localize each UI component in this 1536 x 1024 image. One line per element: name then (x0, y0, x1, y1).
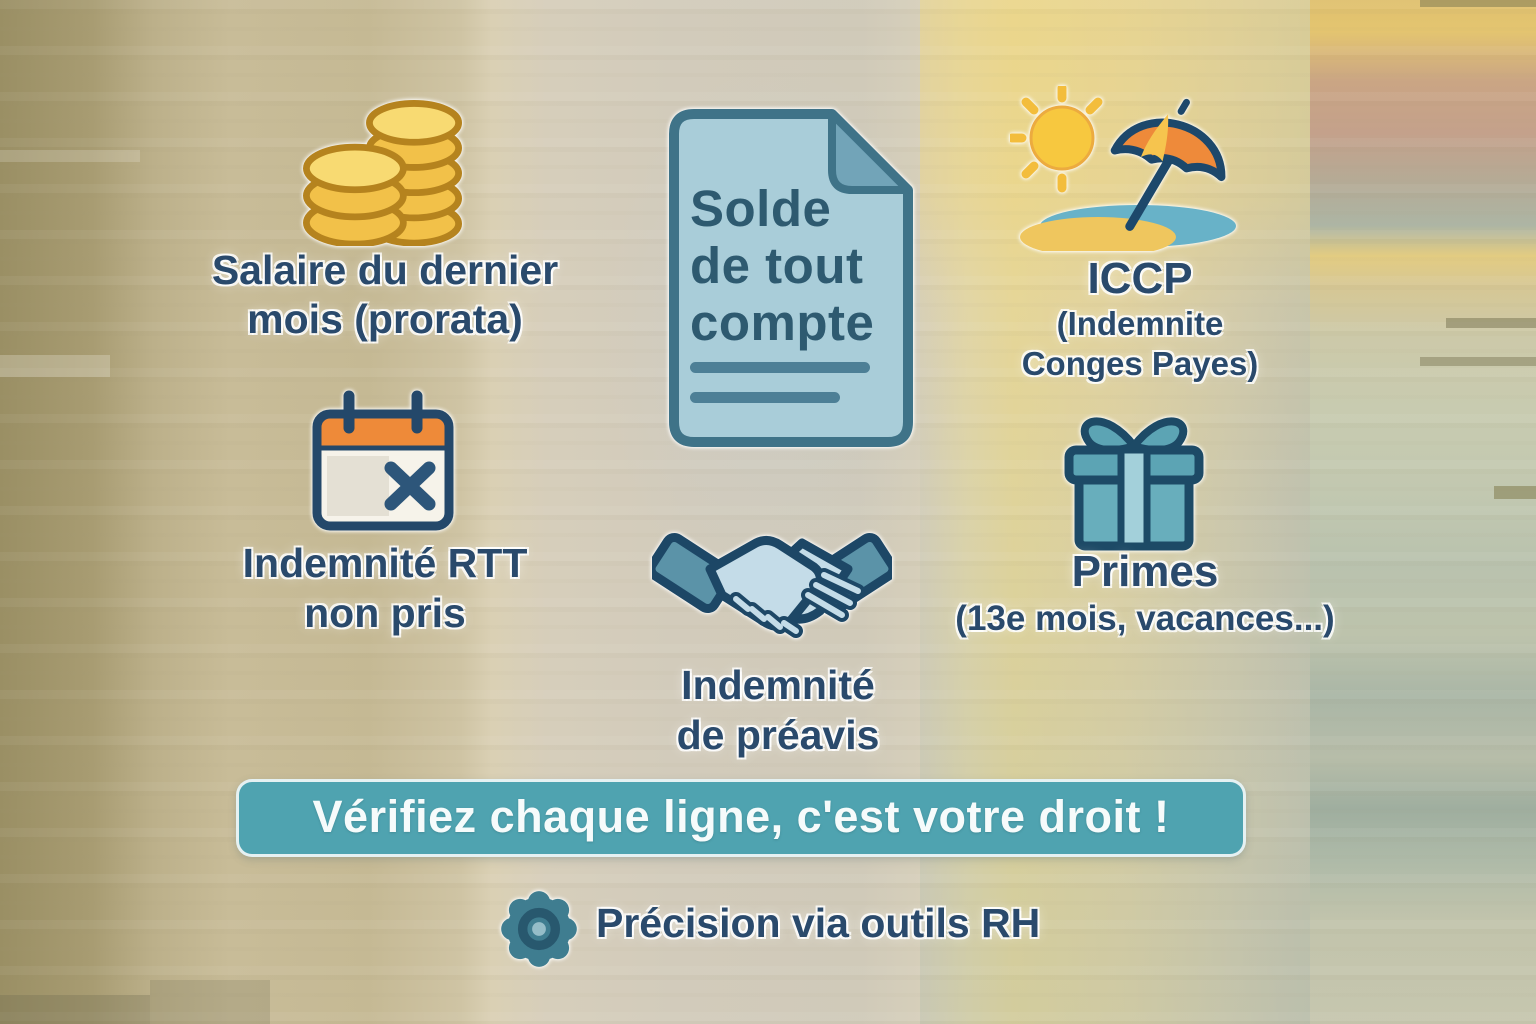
label-iccp-line2: (Indemnite (1056, 305, 1224, 342)
label-iccp-line1: ICCP (1087, 254, 1193, 303)
label-rtt-line1: Indemnité RTT (242, 540, 528, 586)
label-primes-line2: (13e mois, vacances...) (955, 599, 1335, 638)
label-iccp-line3: Conges Payes) (1021, 345, 1259, 382)
label-salaire: Salaire du dernier mois (prorata) (155, 246, 615, 344)
label-preavis-line1: Indemnité (681, 662, 875, 708)
glitch-streak (0, 995, 150, 1024)
glitch-streak (1420, 0, 1536, 7)
document-title-line2: de tout (690, 237, 864, 294)
label-iccp: ICCP (Indemnite Conges Payes) (995, 254, 1285, 384)
label-salaire-line1: Salaire du dernier (211, 247, 559, 293)
sun-beach-umbrella-icon (1010, 86, 1236, 251)
coins-icon (303, 100, 463, 246)
document-title-line1: Solde (690, 180, 832, 237)
handshake-icon (652, 532, 892, 638)
label-primes: Primes (13e mois, vacances...) (940, 546, 1350, 640)
glitch-streak (0, 150, 140, 162)
banner-text: Vérifiez chaque ligne, c'est votre droit… (312, 791, 1170, 842)
label-salaire-line2: mois (prorata) (247, 296, 523, 342)
gift-icon (1064, 417, 1204, 551)
label-preavis: Indemnité de préavis (568, 660, 988, 760)
calendar-x-icon (312, 390, 454, 531)
document-title-line3: compte (690, 294, 875, 351)
glitch-streak (0, 355, 110, 377)
document-icon (669, 109, 913, 447)
label-preavis-line2: de préavis (676, 712, 880, 758)
glitch-streak (150, 980, 270, 1024)
label-rtt-line2: non pris (304, 590, 466, 636)
glitch-streak (1420, 357, 1536, 366)
document-title: Solde de tout compte (690, 180, 910, 351)
glitch-streak (1446, 318, 1536, 328)
label-primes-line1: Primes (1071, 547, 1219, 596)
label-rtt: Indemnité RTT non pris (165, 538, 605, 638)
glitch-streak (1494, 486, 1536, 499)
gear-icon (501, 891, 577, 967)
background-right-edge-bands (1310, 0, 1536, 1024)
banner: Vérifiez chaque ligne, c'est votre droit… (236, 779, 1246, 857)
footer-note: Précision via outils RH (596, 900, 1041, 946)
